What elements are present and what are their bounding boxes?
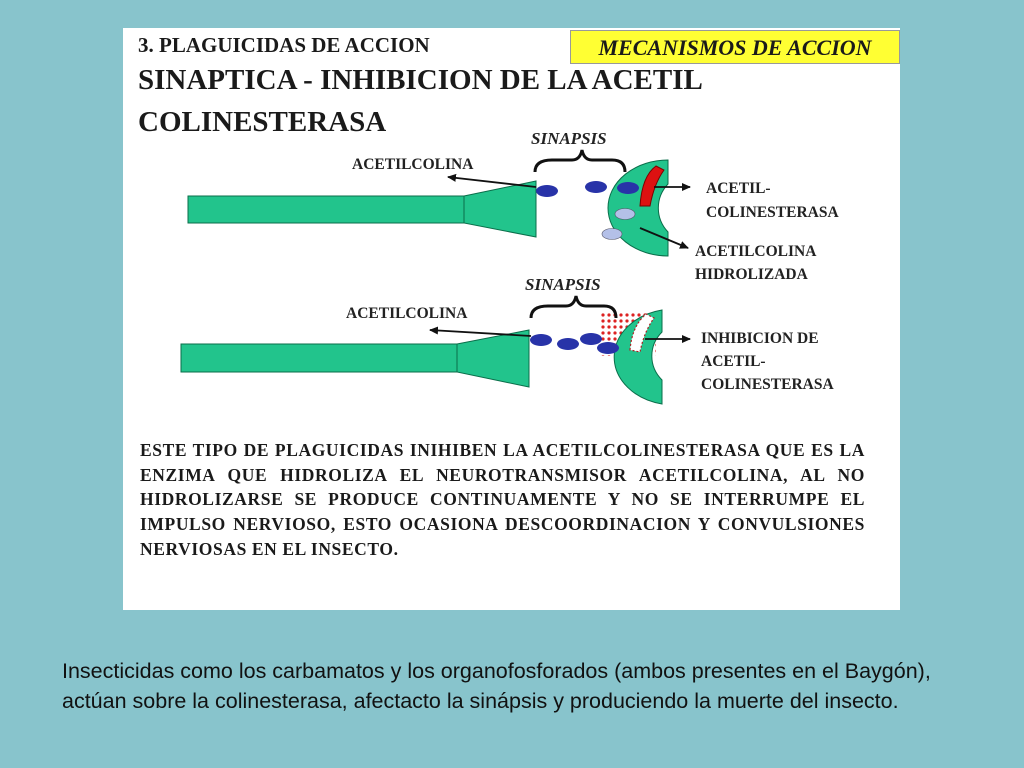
top-axon <box>187 195 466 224</box>
slide-caption: Insecticidas como los carbamatos y los o… <box>62 659 931 713</box>
top-hydrolyzed-label-line1: ACETILCOLINA <box>695 243 817 260</box>
bottom-synapse: SINAPSIS ACETILCOLINA INHIBICION DE ACET… <box>180 275 834 405</box>
bottom-sinapsis-brace <box>529 295 618 319</box>
bottom-inhibition-label-line3: COLINESTERASA <box>701 376 834 393</box>
top-hydrolyzed-molecule <box>601 228 623 240</box>
top-arrow-acetilcolina <box>447 173 537 188</box>
top-enzyme-label-line1: ACETIL- <box>706 180 771 197</box>
top-molecule <box>536 185 558 197</box>
top-enzyme-shape <box>639 165 665 207</box>
bottom-inhibition-label-line1: INHIBICION DE <box>701 330 819 347</box>
top-acetilcolina-label: ACETILCOLINA <box>352 156 474 173</box>
top-synapse: SINAPSIS ACETILCOLINA ACETIL- COLINESTER… <box>187 129 839 283</box>
bottom-molecule <box>530 334 552 346</box>
top-sinapsis-label: SINAPSIS <box>531 129 607 148</box>
top-hydrolyzed-label-line2: HIDROLIZADA <box>695 266 809 283</box>
top-molecule <box>585 181 607 193</box>
slide-title-line-2: SINAPTICA - INHIBICION DE LA ACETIL <box>138 64 703 96</box>
top-axon-terminal <box>463 180 537 238</box>
bottom-axon <box>180 343 459 373</box>
bottom-axon-terminal <box>456 329 530 388</box>
bottom-molecule <box>580 333 602 345</box>
bottom-molecule <box>557 338 579 350</box>
top-arrow-hydrolyzed <box>639 227 689 249</box>
bottom-inhibited-enzyme <box>629 313 655 353</box>
bottom-postsynaptic-receptor <box>613 309 663 405</box>
bottom-inhibition-label-line2: ACETIL- <box>701 353 766 370</box>
slide-panel <box>123 28 900 610</box>
slide-title-line-1: 3. PLAGUICIDAS DE ACCION <box>138 33 430 57</box>
bottom-molecule <box>597 342 619 354</box>
mechanism-label-box: MECANISMOS DE ACCION <box>570 30 900 64</box>
bottom-arrow-acetilcolina <box>429 326 532 337</box>
top-enzyme-label-line2: COLINESTERASA <box>706 204 839 221</box>
bottom-sinapsis-label: SINAPSIS <box>525 275 601 294</box>
bottom-acetilcolina-label: ACETILCOLINA <box>346 305 468 322</box>
slide-title-line-3: COLINESTERASA <box>138 106 387 138</box>
top-molecule <box>617 182 639 194</box>
top-hydrolyzed-molecule <box>614 208 636 220</box>
top-sinapsis-brace <box>533 149 627 173</box>
description-paragraph: ESTE TIPO DE PLAGUICIDAS INIHIBEN LA ACE… <box>140 440 865 559</box>
